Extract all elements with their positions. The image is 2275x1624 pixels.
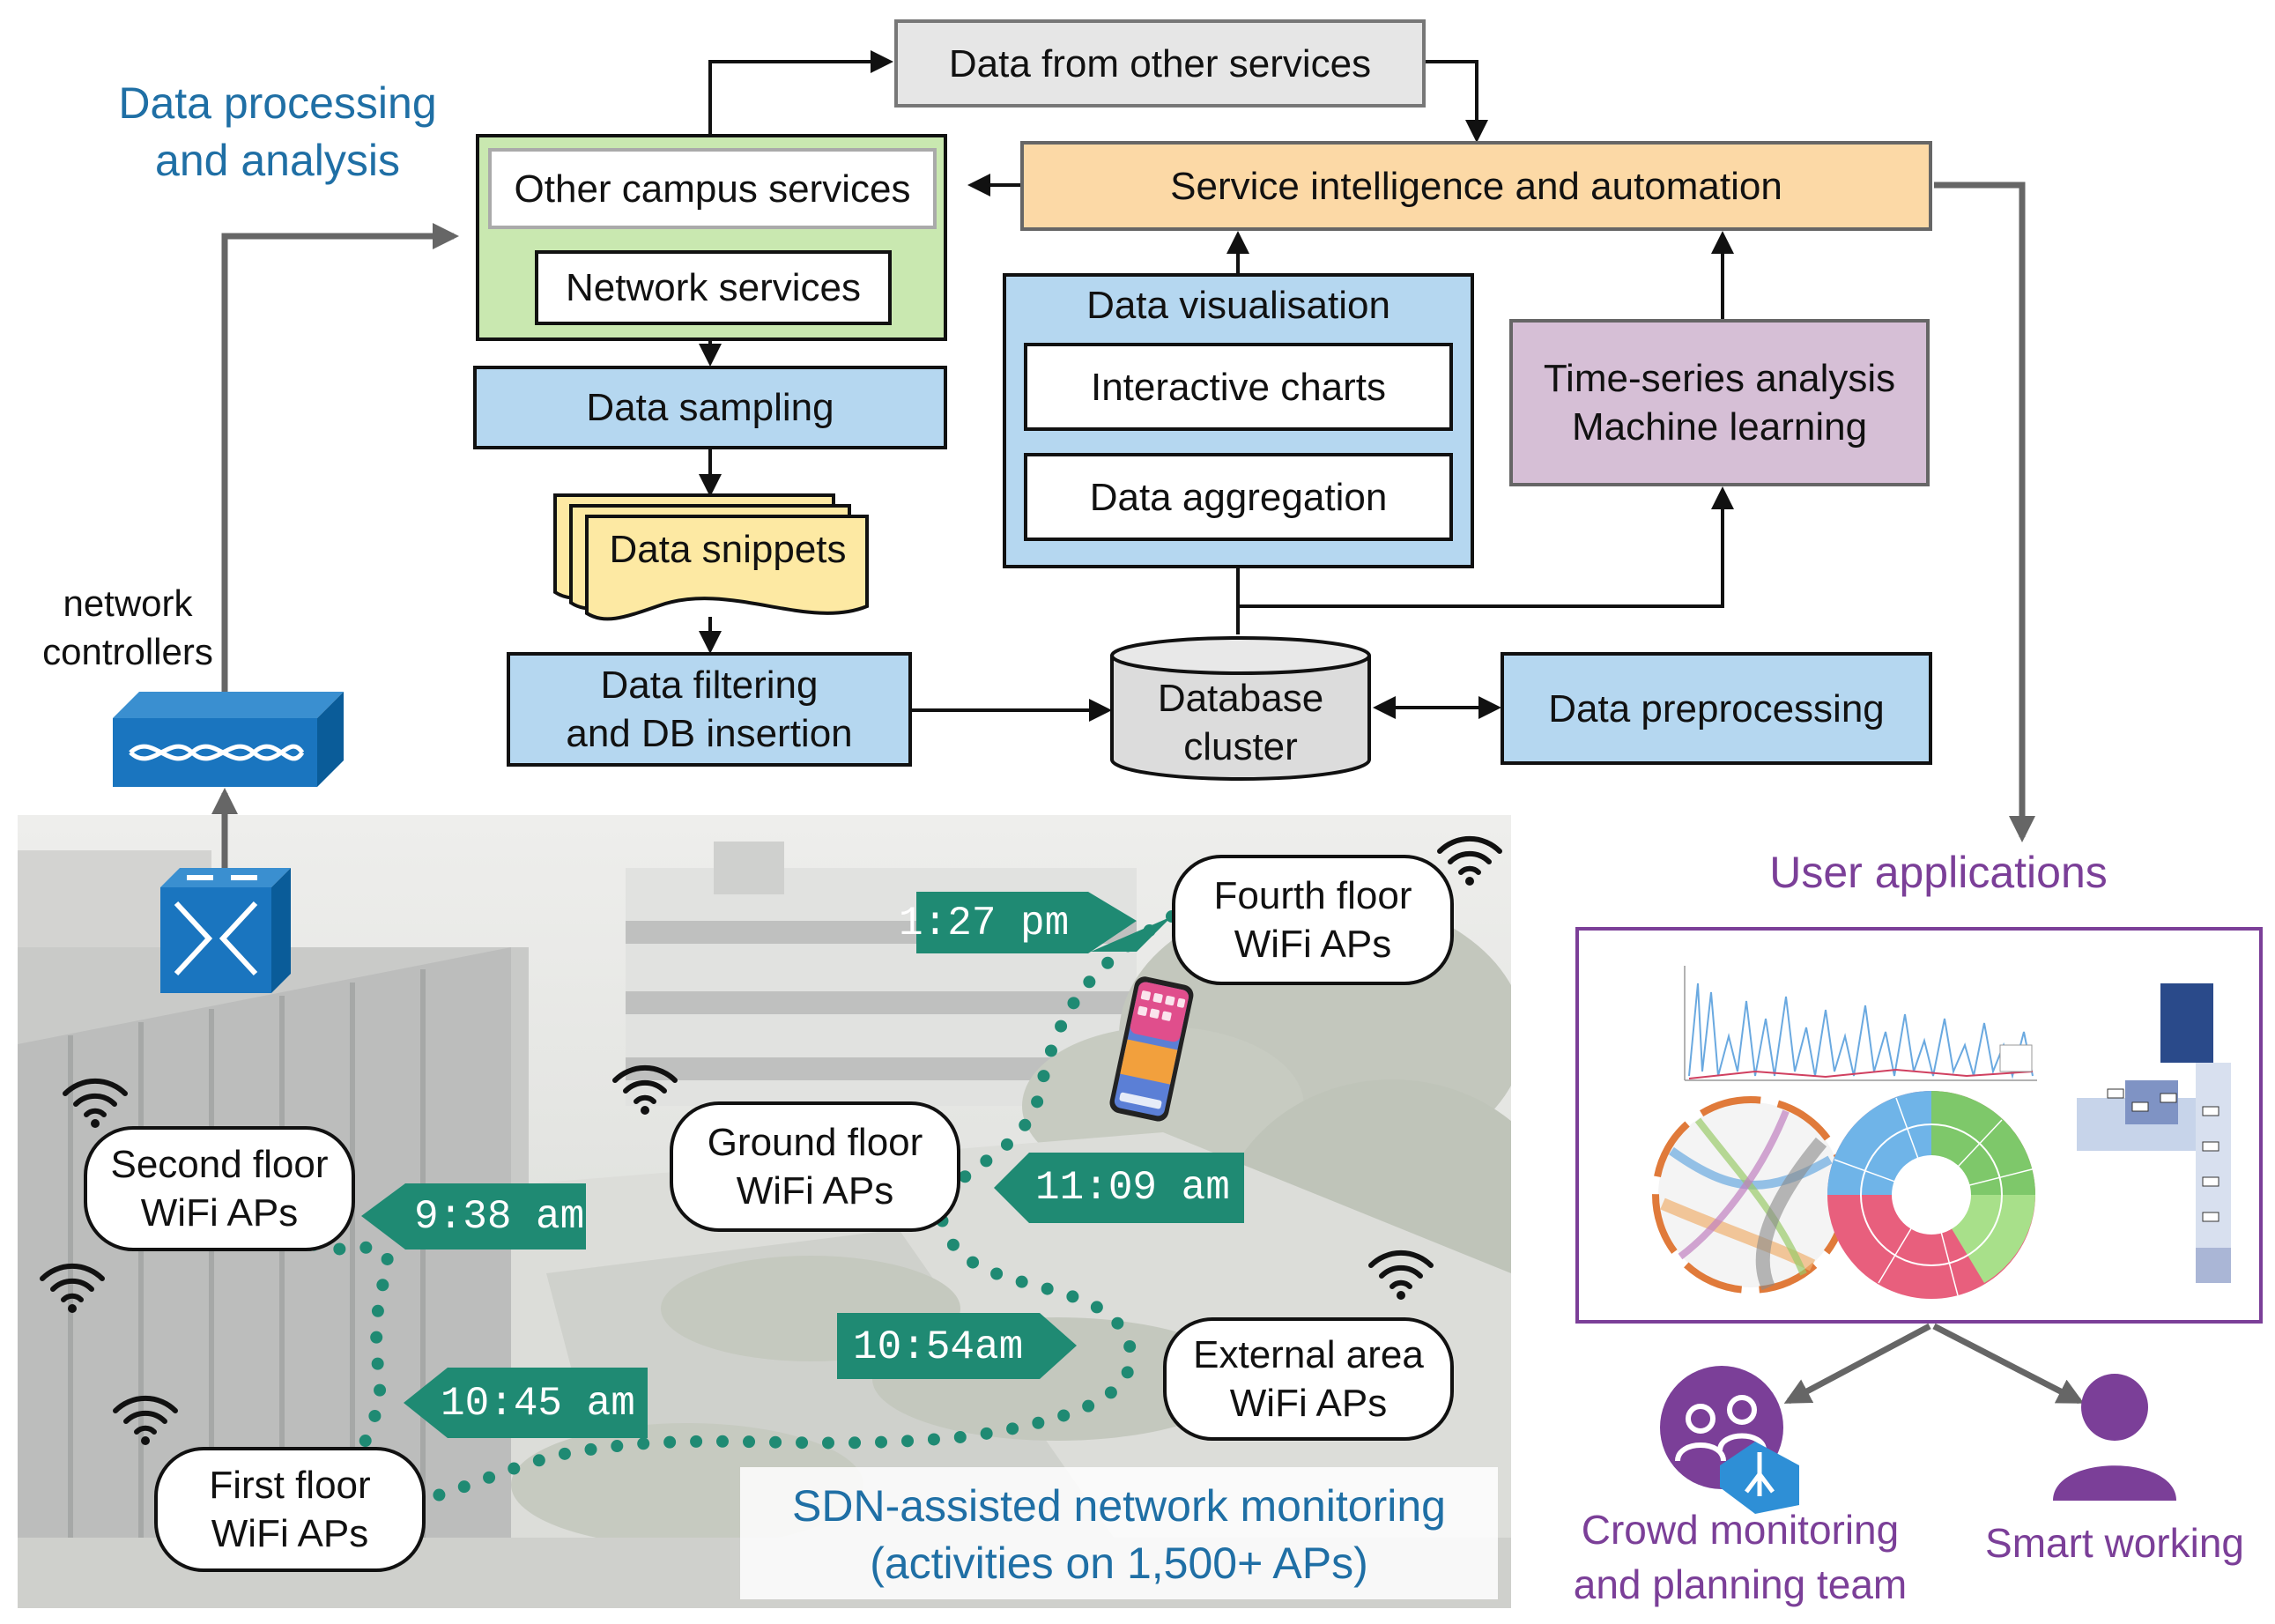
external-area-line2: WiFi APs — [1229, 1382, 1388, 1425]
smart-working-label: Smart working — [1985, 1520, 2244, 1566]
crowd-team-label: Crowd monitoring and planning team — [1533, 1502, 1947, 1612]
time-series-line2: Machine learning — [1571, 405, 1868, 449]
user-apps-heading: User applications — [1769, 848, 2108, 897]
data-preprocessing: Data preprocessing — [1501, 652, 1932, 765]
data-filtering-line2: and DB insertion — [566, 712, 853, 755]
processing-heading-line1: Data processing — [118, 78, 437, 128]
time-tag-4: 10:54am — [853, 1324, 1024, 1370]
first-floor-aps: First floor WiFi APs — [154, 1447, 426, 1572]
data-filtering-line1: Data filtering — [600, 664, 819, 707]
controllers-label-line2: controllers — [42, 630, 213, 672]
network-services: Network services — [535, 250, 892, 325]
device-trail — [302, 910, 1178, 1509]
second-floor-line2: WiFi APs — [140, 1191, 299, 1235]
time-series-analysis: Time-series analysis Machine learning — [1509, 319, 1930, 486]
crowd-team-icon — [1658, 1364, 1808, 1514]
crowd-team-line2: and planning team — [1573, 1561, 1908, 1608]
database-line1: Database — [1157, 677, 1324, 720]
arrow-otherdata-to-intelligence — [1426, 60, 1488, 143]
database-shape — [1110, 636, 1371, 781]
network-controller-icon — [113, 692, 344, 789]
app-screenshots — [1652, 966, 2231, 1299]
crowd-team-line1: Crowd monitoring — [1581, 1507, 1900, 1553]
time-tag-2: 11:09 am — [1035, 1165, 1230, 1211]
time-tag-3: 9:38 am — [414, 1194, 585, 1240]
fourth-floor-aps: Fourth floor WiFi APs — [1172, 855, 1454, 985]
fourth-floor-line2: WiFi APs — [1234, 923, 1392, 966]
time-tag-bg-3 — [361, 1183, 586, 1250]
controllers-label: network controllers — [13, 580, 242, 676]
arrow-apps-to-smart — [1932, 1323, 2085, 1405]
service-intelligence: Service intelligence and automation — [1020, 141, 1932, 231]
smart-working-icon — [2044, 1370, 2185, 1502]
campus-services-group: Other campus services Network services — [476, 134, 947, 341]
time-tag-bg-4 — [837, 1313, 1077, 1379]
user-applications-panel — [1575, 927, 2263, 1324]
other-campus-services: Other campus services — [488, 148, 937, 229]
time-tag-bg-1 — [916, 892, 1137, 953]
arrow-intelligence-to-userapps — [1934, 182, 2035, 842]
ground-floor-line2: WiFi APs — [736, 1169, 894, 1212]
external-area-aps: External area WiFi APs — [1163, 1317, 1454, 1441]
time-tag-bg-5 — [404, 1368, 648, 1438]
data-sampling: Data sampling — [473, 366, 947, 449]
ground-floor-line1: Ground floor — [707, 1121, 923, 1164]
time-tag-5: 10:45 am — [441, 1381, 635, 1427]
first-floor-line1: First floor — [209, 1464, 371, 1507]
snippets-shape — [553, 493, 869, 621]
data-snippets: Data snippets — [553, 493, 871, 626]
controllers-label-line1: network — [63, 582, 193, 624]
network-switch-icon — [160, 868, 291, 993]
data-visualisation-title: Data visualisation — [1086, 284, 1390, 327]
smartphone-icon — [1106, 974, 1194, 1123]
database-cluster: Database cluster — [1108, 634, 1373, 782]
chord-diagram-thumbnail — [1652, 1096, 1849, 1294]
arrow-controllers-to-processing — [221, 223, 459, 692]
time-tag-1: 1:27 pm — [899, 901, 1070, 946]
timeseries-thumbnail — [1684, 966, 2037, 1089]
sdn-caption-line2: (activities on 1,500+ APs) — [870, 1539, 1368, 1588]
database-label: Database cluster — [1108, 674, 1373, 771]
time-series-line1: Time-series analysis — [1543, 357, 1896, 400]
data-snippets-label: Data snippets — [609, 527, 847, 571]
second-floor-aps: Second floor WiFi APs — [84, 1126, 355, 1251]
data-visualisation-group: Data visualisation Interactive charts Da… — [1003, 273, 1474, 568]
arrow-apps-to-crowd — [1783, 1323, 1931, 1405]
processing-heading-line2: and analysis — [155, 136, 400, 185]
floorplan-thumbnail — [2077, 983, 2231, 1283]
database-line2: cluster — [1183, 725, 1298, 768]
sdn-caption: SDN-assisted network monitoring (activit… — [740, 1467, 1498, 1599]
data-aggregation: Data aggregation — [1024, 453, 1453, 541]
fourth-floor-line1: Fourth floor — [1213, 874, 1412, 917]
arrow-database-to-timeseries — [1238, 486, 1734, 608]
sunburst-thumbnail — [1827, 1091, 2036, 1299]
data-from-other-services: Data from other services — [894, 19, 1426, 108]
processing-heading: Data processing and analysis — [93, 75, 463, 189]
external-area-line1: External area — [1193, 1333, 1424, 1376]
sdn-caption-line1: SDN-assisted network monitoring — [792, 1481, 1446, 1531]
data-filtering: Data filtering and DB insertion — [507, 652, 912, 767]
arrow-campus-to-otherdata — [708, 50, 893, 134]
second-floor-line1: Second floor — [110, 1143, 329, 1186]
ground-floor-aps: Ground floor WiFi APs — [670, 1101, 960, 1232]
first-floor-line2: WiFi APs — [211, 1512, 369, 1555]
time-tag-bg-2 — [994, 1153, 1244, 1223]
interactive-charts: Interactive charts — [1024, 343, 1453, 431]
